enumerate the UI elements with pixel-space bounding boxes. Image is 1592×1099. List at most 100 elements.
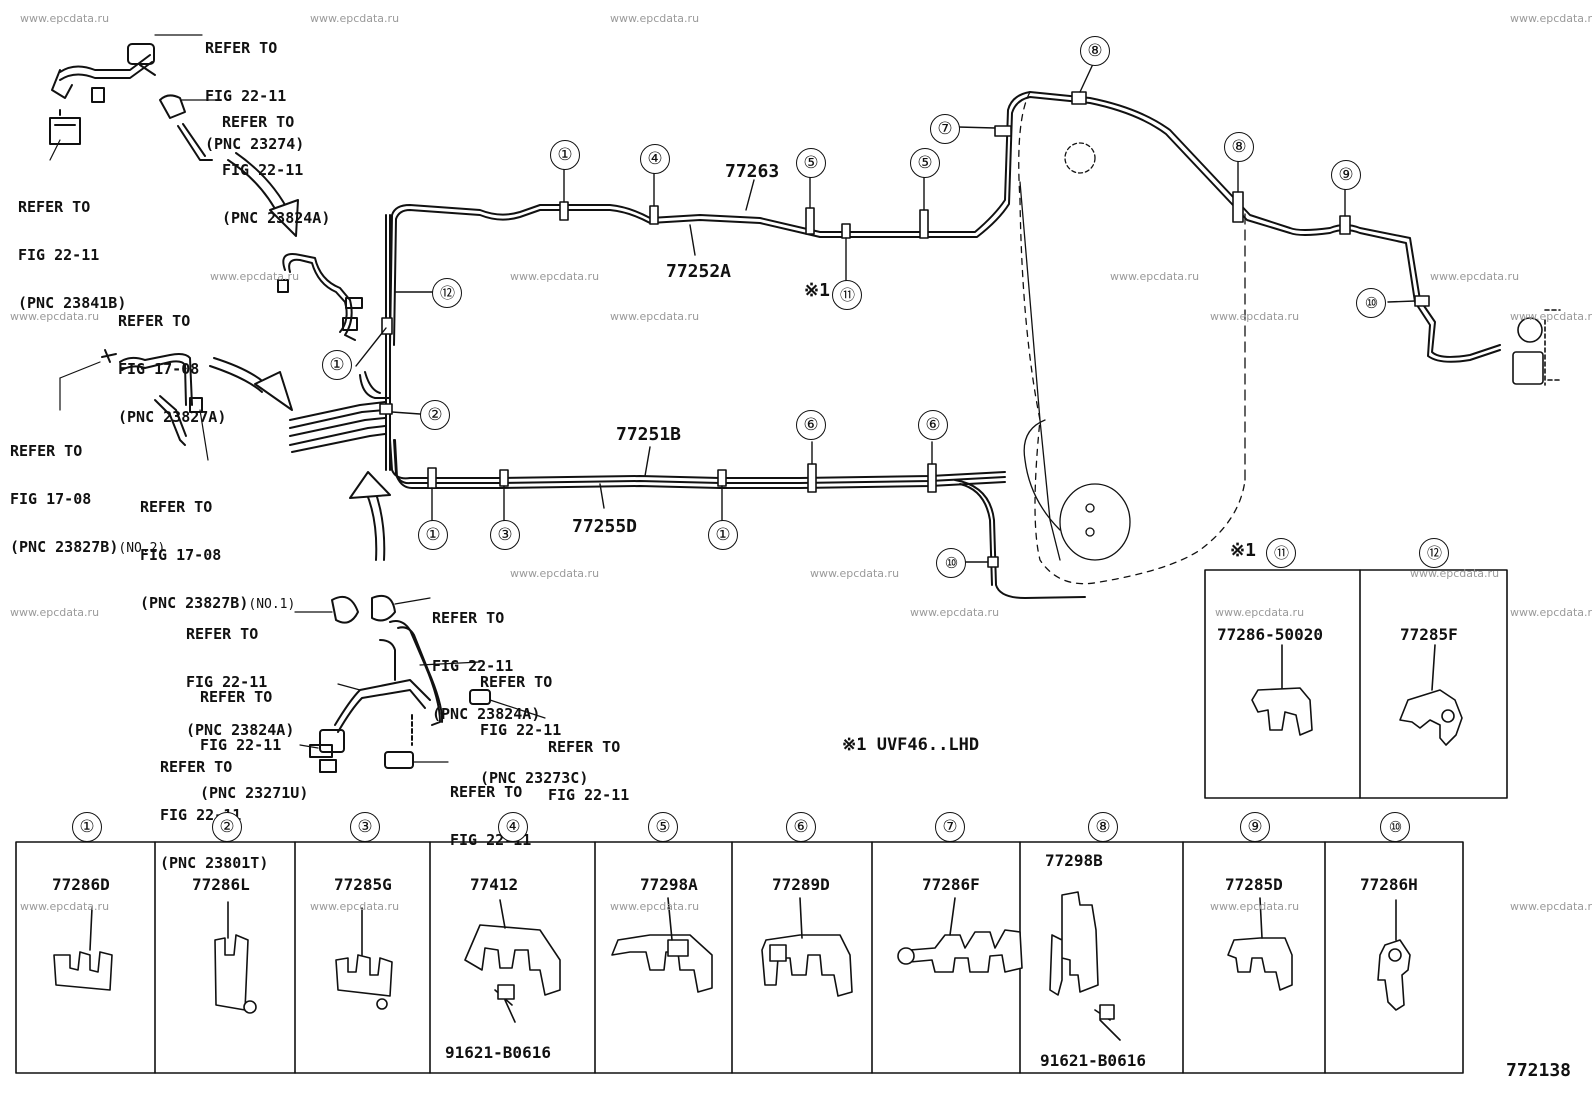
side-table-note-marker: ※1 [1230, 540, 1256, 561]
part-label-77286l: 77286L [192, 875, 250, 894]
reference-note: REFER TO FIG 22-11 (PNC 23824A) [432, 609, 541, 723]
callout-6: ⑥ [918, 410, 948, 440]
watermark: www.epcdata.ru [1510, 900, 1592, 913]
reference-note: REFER TO FIG 22-11 (PNC 23271U) [200, 688, 309, 802]
side-table-callout-11: ⑪ [1266, 538, 1296, 568]
watermark: www.epcdata.ru [1510, 606, 1592, 619]
part-label-77251b: 77251B [616, 424, 682, 445]
table-callout-3: ③ [350, 812, 380, 842]
part-label-77286d: 77286D [52, 875, 110, 894]
reference-note: REFER TO FIG 22-11 (PNC 23841B) [18, 198, 127, 312]
table-callout-4: ④ [498, 812, 528, 842]
callout-12: ⑫ [432, 278, 462, 308]
table-callout-6: ⑥ [786, 812, 816, 842]
part-label-77298a: 77298A [640, 875, 698, 894]
callout-3: ③ [490, 520, 520, 550]
reference-note: REFER TO FIG 22-11 [548, 738, 630, 804]
watermark: www.epcdata.ru [610, 12, 700, 25]
callout-5: ⑤ [910, 148, 940, 178]
upper-fuel-pipe [389, 91, 1501, 363]
watermark: www.epcdata.ru [510, 270, 600, 283]
callout-10: ⑩ [1356, 288, 1386, 318]
callout-8: ⑧ [1224, 132, 1254, 162]
table-callout-10: ⑩ [1380, 812, 1410, 842]
watermark: www.epcdata.ru [1430, 270, 1520, 283]
flow-arrows [209, 152, 391, 561]
reference-note: REFER TO FIG 22-11 (PNC 23273C) [480, 673, 589, 787]
part-label-77285f: 77285F [1400, 625, 1458, 644]
callout-7: ⑦ [930, 114, 960, 144]
table-callout-7: ⑦ [935, 812, 965, 842]
watermark: www.epcdata.ru [1215, 606, 1305, 619]
table-callout-9: ⑨ [1240, 812, 1270, 842]
callout-1: ① [322, 350, 352, 380]
part-label-77286-50020: 77286-50020 [1217, 625, 1323, 644]
callout-10: ⑩ [936, 548, 966, 578]
reference-note: REFER TO FIG 17-08 (PNC 23827A) [118, 312, 227, 426]
part-label-77255d: 77255D [572, 516, 638, 537]
watermark: www.epcdata.ru [210, 270, 300, 283]
body-outline [1018, 91, 1246, 585]
callout-1: ① [708, 520, 738, 550]
callout-11: ⑪ [832, 280, 862, 310]
side-table-callout-12: ⑫ [1419, 538, 1449, 568]
reference-leaders [49, 34, 546, 763]
clamp-table-grid [15, 841, 1464, 1074]
watermark: www.epcdata.ru [10, 310, 100, 323]
left-vertical-pipe [289, 214, 391, 471]
watermark: www.epcdata.ru [610, 310, 700, 323]
callout-1: ① [418, 520, 448, 550]
watermark: www.epcdata.ru [810, 567, 900, 580]
watermark: www.epcdata.ru [20, 900, 110, 913]
watermark: www.epcdata.ru [1110, 270, 1200, 283]
callout-5: ⑤ [796, 148, 826, 178]
note-marker: ※1 [804, 280, 830, 301]
watermark: www.epcdata.ru [1210, 310, 1300, 323]
watermark: www.epcdata.ru [1510, 12, 1592, 25]
callout-8: ⑧ [1080, 36, 1110, 66]
part-label-77289d: 77289D [772, 875, 830, 894]
callout-9: ⑨ [1331, 160, 1361, 190]
part-label-91621-b0616: 91621-B0616 [1040, 1051, 1146, 1070]
watermark: www.epcdata.ru [1410, 567, 1500, 580]
side-table-grid [1204, 569, 1508, 799]
part-label-77298b: 77298B [1045, 851, 1103, 870]
reference-note: REFER TO FIG 22-11 (PNC 23824A) [222, 113, 331, 227]
reference-note: REFER TO FIG 17-08 (PNC 23827B)(NO.2) [10, 442, 166, 556]
callout-4: ④ [640, 144, 670, 174]
table-callout-1: ① [72, 812, 102, 842]
watermark: www.epcdata.ru [1510, 310, 1592, 323]
callout-2: ② [420, 400, 450, 430]
part-label-77286h: 77286H [1360, 875, 1418, 894]
watermark: www.epcdata.ru [1210, 900, 1300, 913]
reference-note: REFER TO FIG 22-11 (PNC 23274) [205, 39, 305, 153]
reference-note: REFER TO FIG 17-08 (PNC 23827B)(NO.1) [140, 498, 296, 612]
part-label-91621-b0616: 91621-B0616 [445, 1043, 551, 1062]
callout-leaders [355, 63, 1416, 563]
table-callout-2: ② [212, 812, 242, 842]
canister [1512, 309, 1561, 386]
diagram-id: 772138 [1506, 1060, 1572, 1081]
watermark: www.epcdata.ru [310, 900, 400, 913]
table-callout-5: ⑤ [648, 812, 678, 842]
part-label-77263: 77263 [725, 161, 780, 182]
left-middle-hoses [101, 253, 363, 446]
model-note: ※1 UVF46..LHD [842, 735, 980, 755]
watermark: www.epcdata.ru [10, 606, 100, 619]
part-label-77286f: 77286F [922, 875, 980, 894]
callout-1: ① [550, 140, 580, 170]
watermark: www.epcdata.ru [20, 12, 110, 25]
watermark: www.epcdata.ru [510, 567, 600, 580]
reference-note: REFER TO FIG 22-11 (PNC 23824A) [186, 625, 295, 739]
clamp-sketches [53, 644, 1463, 1041]
top-left-hoses [49, 43, 213, 161]
watermark: www.epcdata.ru [610, 900, 700, 913]
part-label-77285d: 77285D [1225, 875, 1283, 894]
part-label-77412: 77412 [470, 875, 519, 894]
watermark: www.epcdata.ru [310, 12, 400, 25]
table-callout-8: ⑧ [1088, 812, 1118, 842]
watermark: www.epcdata.ru [910, 606, 1000, 619]
clamp-marks [379, 91, 1430, 568]
